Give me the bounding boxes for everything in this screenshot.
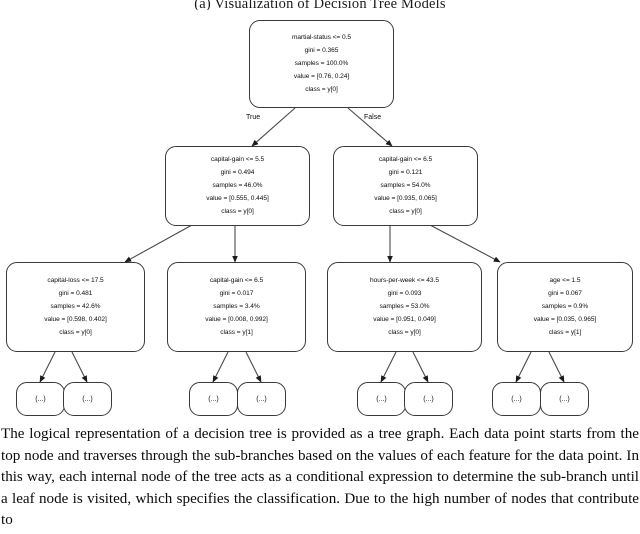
node-value: value = [0.598, 0.402]	[44, 315, 107, 323]
tree-leaf-node[interactable]: (...)	[492, 382, 541, 416]
node-value: value = [0.951, 0.049]	[373, 315, 436, 323]
leaf-label: (...)	[559, 395, 570, 403]
leaf-label: (...)	[423, 395, 434, 403]
node-condition: capital-gain <= 5.5	[210, 155, 265, 163]
edge-label-true: True	[246, 114, 261, 121]
node-class: class = y[1]	[220, 328, 253, 336]
node-gini: gini = 0.017	[219, 289, 254, 297]
leaf-label: (...)	[208, 395, 219, 403]
node-value: value = [0.008, 0.992]	[205, 315, 268, 323]
node-value: value = [0.035, 0.965]	[533, 315, 597, 323]
figure-caption: (a) Visualization of Decision Tree Model…	[194, 0, 446, 10]
tree-edges	[39, 107, 565, 383]
tree-node-capital-loss-17-5[interactable]: capital-loss <= 17.5 gini = 0.481 sample…	[6, 262, 145, 352]
node-gini: gini = 0.121	[388, 168, 423, 176]
node-condition: hours-per-week <= 43.5	[370, 276, 439, 284]
node-class: class = y[0]	[59, 328, 92, 336]
tree-leaf-node[interactable]: (...)	[404, 382, 453, 416]
node-gini: gini = 0.093	[387, 289, 422, 297]
node-condition: capital-gain <= 6.5	[378, 155, 433, 163]
leaf-label: (...)	[511, 395, 522, 403]
node-value: value = [0.935, 0.065]	[374, 194, 437, 202]
node-condition: age <= 1.5	[549, 276, 581, 284]
node-samples: samples = 53.0%	[379, 302, 430, 310]
node-samples: samples = 100.0%	[294, 59, 349, 67]
tree-node-capital-gain-6-5[interactable]: capital-gain <= 6.5 gini = 0.121 samples…	[333, 146, 478, 226]
decision-tree-diagram: martial-status <= 0.5 gini = 0.365 sampl…	[6, 20, 633, 416]
node-samples: samples = 3.4%	[213, 302, 260, 310]
node-class: class = y[0]	[389, 207, 422, 215]
leaf-label: (...)	[35, 395, 46, 403]
leaf-label: (...)	[376, 395, 387, 403]
node-value: value = [0.555, 0.445]	[206, 194, 269, 202]
tree-leaf-node[interactable]: (...)	[63, 382, 112, 416]
node-gini: gini = 0.481	[58, 289, 93, 297]
tree-leaf-node[interactable]: (...)	[540, 382, 589, 416]
node-class: class = y[0]	[221, 207, 254, 215]
node-gini: gini = 0.494	[220, 168, 255, 176]
tree-node-root[interactable]: martial-status <= 0.5 gini = 0.365 sampl…	[249, 20, 394, 108]
tree-node-capital-gain-5-5[interactable]: capital-gain <= 5.5 gini = 0.494 samples…	[165, 146, 310, 226]
tree-leaf-node[interactable]: (...)	[237, 382, 286, 416]
tree-leaf-node[interactable]: (...)	[16, 382, 65, 416]
edge-label-false: False	[364, 114, 382, 121]
body-paragraph: The logical representation of a decision…	[1, 426, 639, 529]
leaf-label: (...)	[82, 395, 93, 403]
node-value: value = [0.76, 0.24]	[293, 72, 350, 80]
node-class: class = y[1]	[548, 328, 582, 336]
tree-node-age-1-5[interactable]: age <= 1.5 gini = 0.067 samples = 0.9% v…	[497, 262, 633, 352]
node-condition: capital-gain <= 6.5	[209, 276, 264, 284]
node-samples: samples = 0.9%	[541, 302, 589, 310]
tree-node-hours-per-week-43-5[interactable]: hours-per-week <= 43.5 gini = 0.093 samp…	[327, 262, 482, 352]
leaf-label: (...)	[256, 395, 267, 403]
tree-node-capital-gain-6-5-b[interactable]: capital-gain <= 6.5 gini = 0.017 samples…	[167, 262, 306, 352]
node-samples: samples = 46.0%	[212, 181, 263, 189]
tree-leaf-node[interactable]: (...)	[357, 382, 406, 416]
node-class: class = y[0]	[388, 328, 421, 336]
tree-leaf-node[interactable]: (...)	[189, 382, 238, 416]
node-samples: samples = 54.0%	[380, 181, 431, 189]
node-class: class = y[0]	[305, 85, 338, 93]
node-condition: martial-status <= 0.5	[291, 33, 352, 41]
node-samples: samples = 42.6%	[50, 302, 101, 310]
node-condition: capital-loss <= 17.5	[47, 276, 104, 284]
node-gini: gini = 0.067	[548, 289, 582, 297]
node-gini: gini = 0.365	[304, 46, 339, 54]
